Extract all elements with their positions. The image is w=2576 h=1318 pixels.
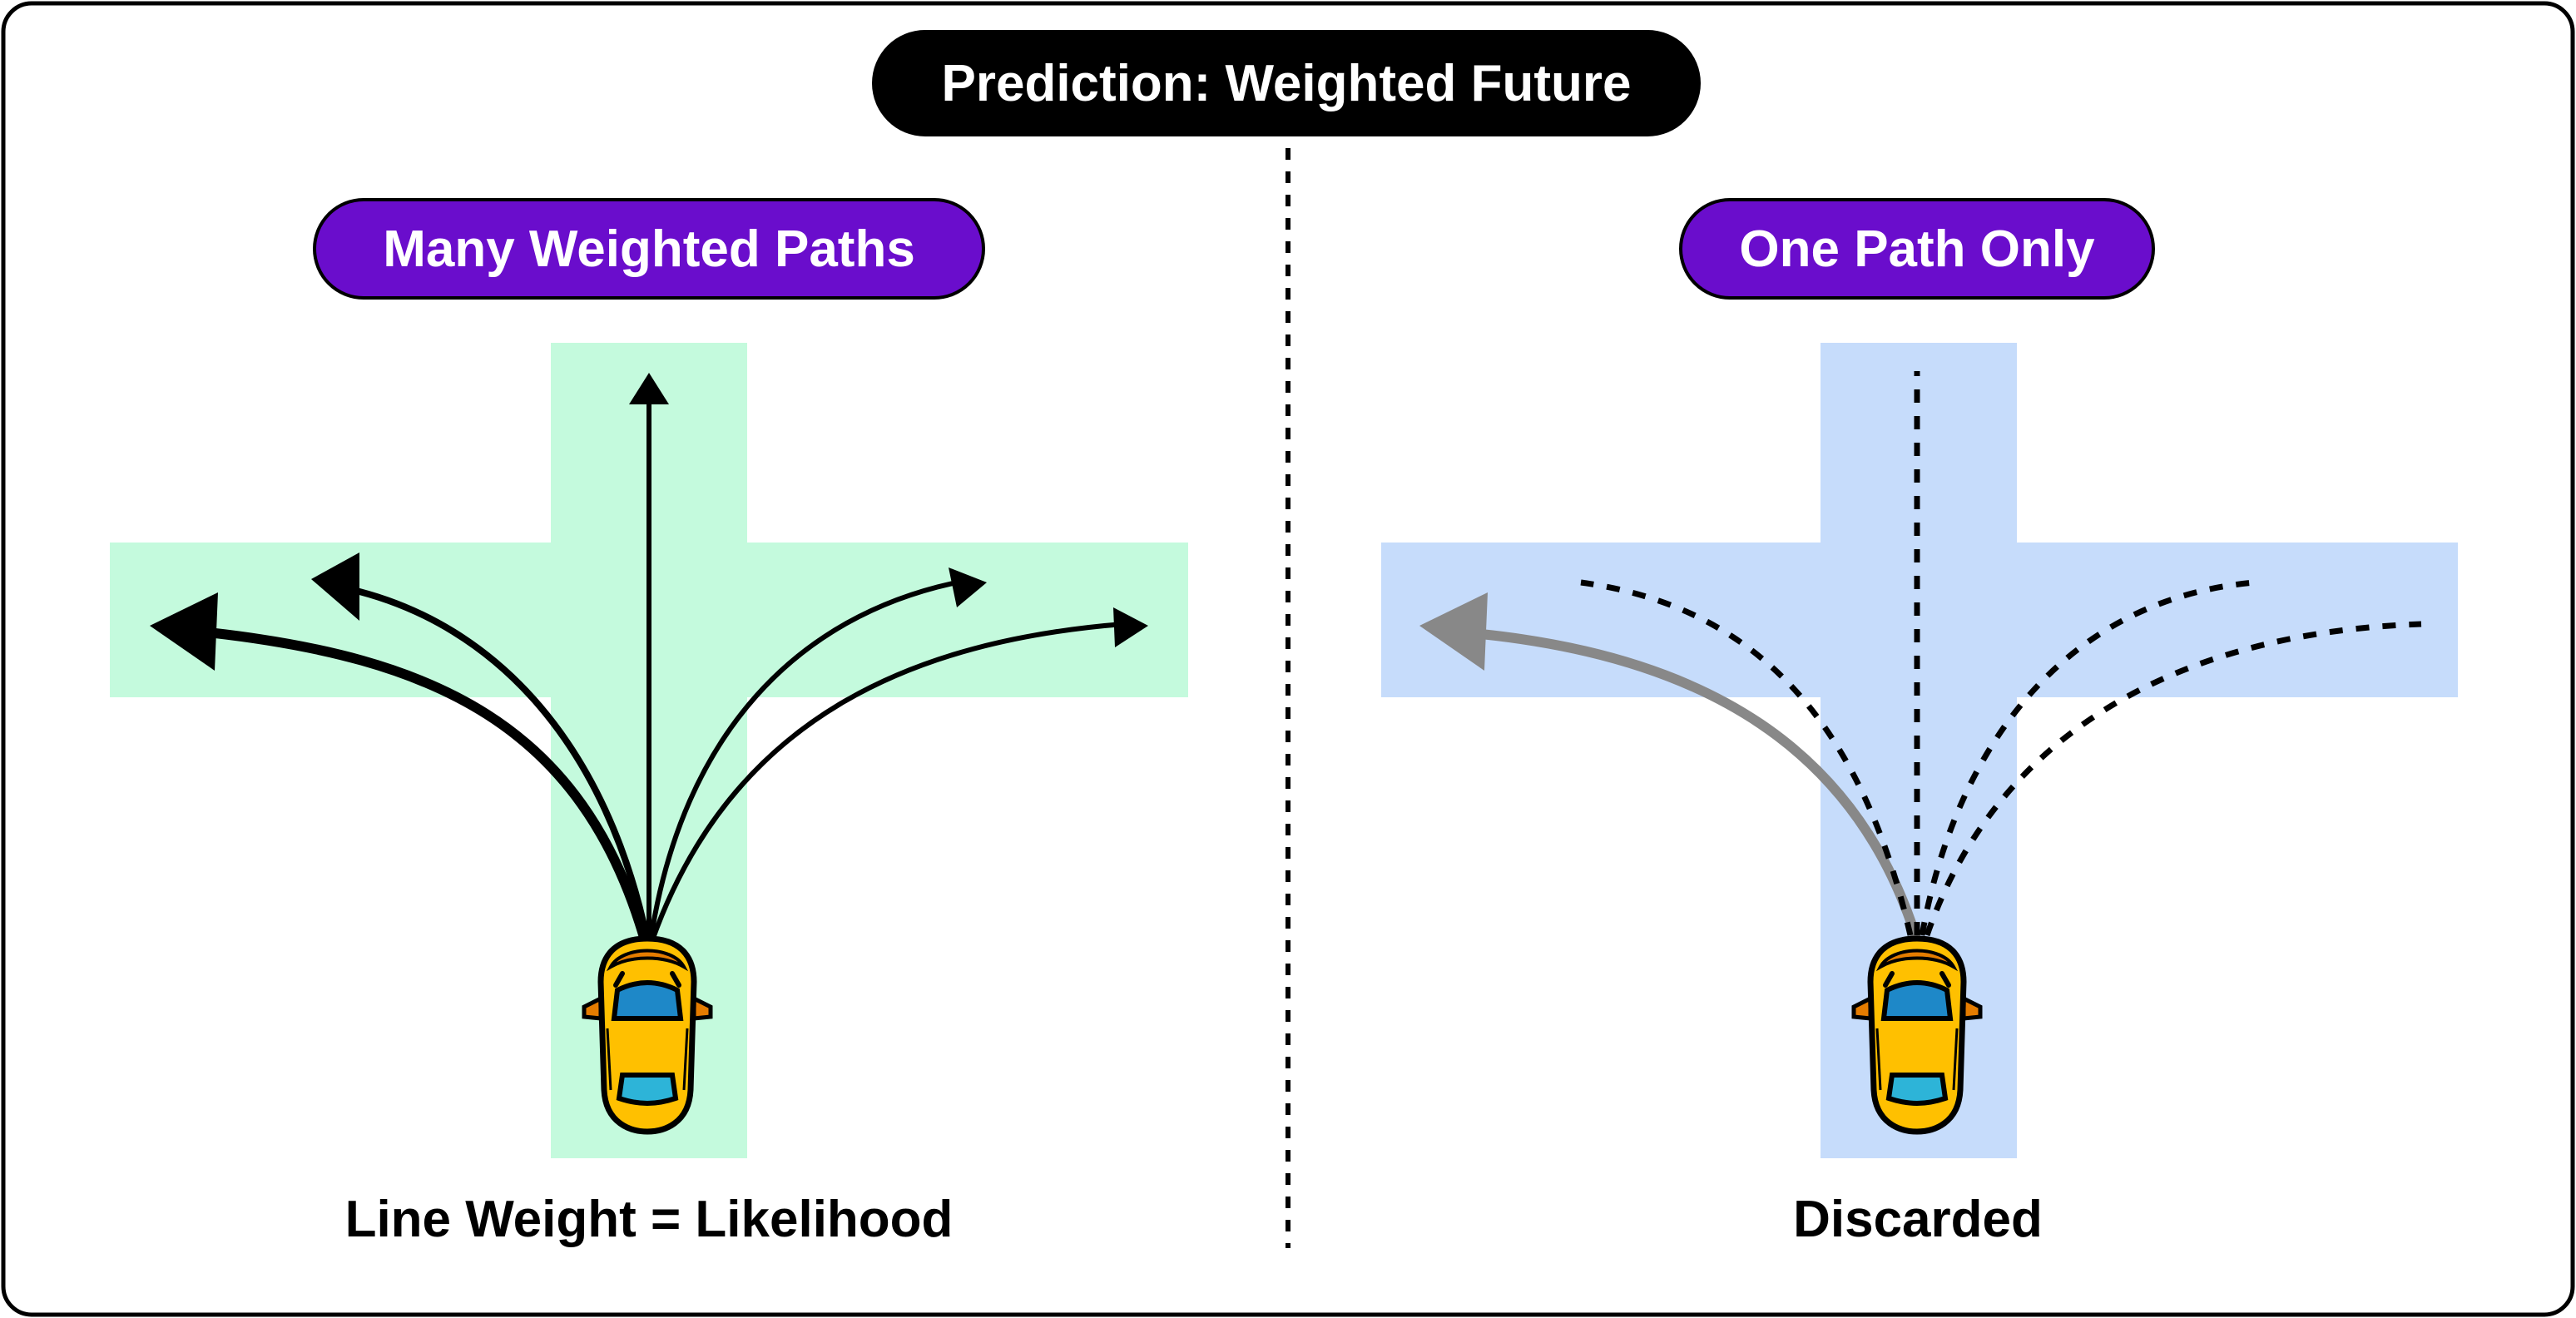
right-panel-caption: Discarded — [1793, 1190, 2043, 1248]
arrow-icon — [949, 567, 987, 607]
arrow-icon — [1419, 592, 1488, 671]
arrow-icon — [311, 552, 359, 621]
car-icon — [582, 935, 713, 1135]
discarded-left — [1580, 579, 1914, 936]
discarded-far-right — [1924, 621, 2422, 937]
diagram-title: Prediction: Weighted Future — [872, 30, 1701, 136]
car-icon — [1851, 935, 1983, 1135]
path-left — [346, 586, 651, 944]
arrow-icon — [150, 592, 218, 671]
left-arrowheads — [150, 373, 1148, 671]
left-panel-label: Many Weighted Paths — [313, 198, 985, 300]
right-panel-label: One Path Only — [1679, 198, 2155, 300]
arrow-icon — [1113, 607, 1148, 647]
left-panel-caption: Line Weight = Likelihood — [344, 1190, 954, 1248]
right-discarded-paths — [1580, 371, 2422, 937]
right-chosen-path — [1419, 592, 1920, 940]
left-paths — [203, 395, 1126, 945]
path-far-left — [203, 627, 650, 945]
arrow-icon — [629, 373, 669, 404]
path-far-right — [650, 622, 1126, 943]
path-right — [648, 580, 959, 943]
